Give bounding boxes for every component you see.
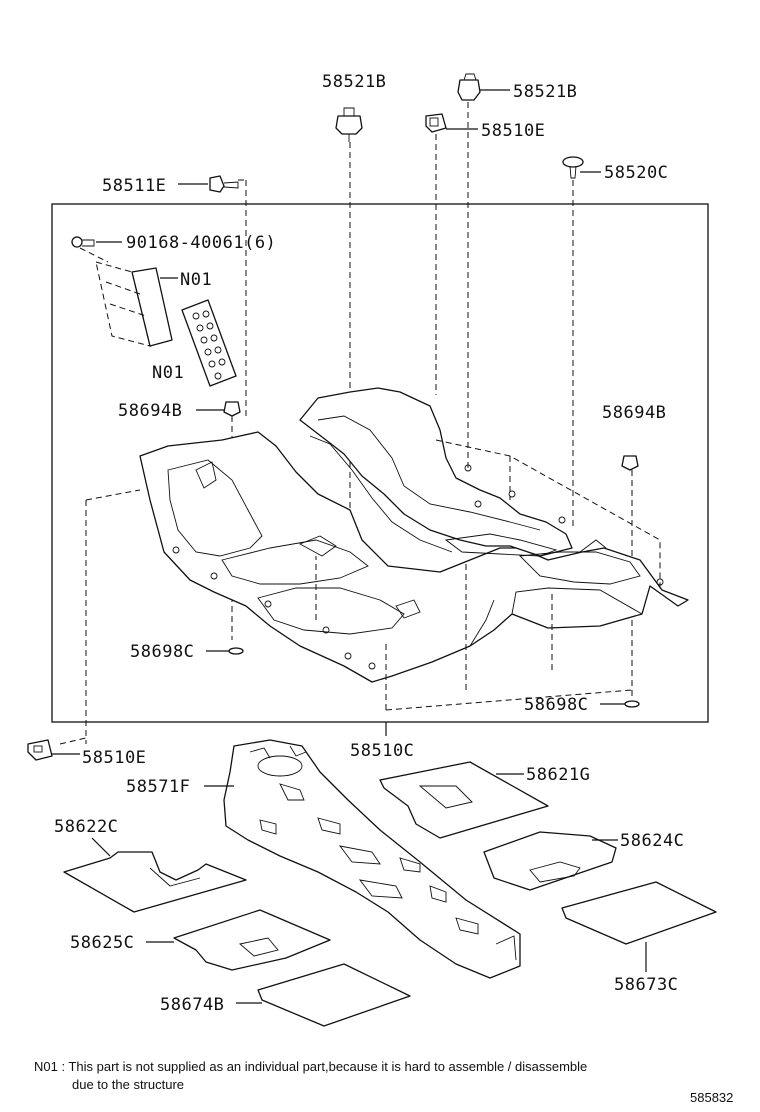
carpet-58625C xyxy=(173,909,331,971)
clip-58694B-right xyxy=(621,455,639,471)
label-58510E-top: 58510E xyxy=(481,121,545,141)
label-58510C: 58510C xyxy=(350,741,414,761)
label-58673C: 58673C xyxy=(614,975,678,995)
footnote-line-1: N01 : This part is not supplied as an in… xyxy=(34,1059,587,1074)
label-58521B-left: 58521B xyxy=(322,72,386,92)
clip-58521B-right xyxy=(457,73,481,101)
label-58520C: 58520C xyxy=(604,163,668,183)
label-58571F: 58571F xyxy=(126,777,190,797)
label-58698C-left: 58698C xyxy=(130,642,194,662)
carpet-58622C xyxy=(63,851,247,913)
grommet-58698C-left xyxy=(228,647,244,655)
grommet-58698C-right xyxy=(624,700,640,708)
label-58674B: 58674B xyxy=(160,995,224,1015)
insulator-58571F xyxy=(223,739,521,979)
screw-90168-40061 xyxy=(71,236,95,248)
label-58698C-right: 58698C xyxy=(524,695,588,715)
carpet-58621G xyxy=(379,761,549,839)
clip-58694B-left xyxy=(223,401,241,417)
pin-58511E xyxy=(209,175,239,193)
pedal-pad-n01-lower xyxy=(181,299,237,387)
clip-58510E-bottom xyxy=(27,739,53,761)
clip-58521B-left xyxy=(335,107,363,142)
assembly-frame xyxy=(51,203,709,723)
label-N01-b: N01 xyxy=(152,363,184,383)
label-90168-40061: 90168-40061(6) xyxy=(126,233,276,253)
footnote-line-2: due to the structure xyxy=(72,1077,184,1092)
label-58694B-left: 58694B xyxy=(118,401,182,421)
diagram-id: 585832 xyxy=(690,1090,733,1105)
label-58622C: 58622C xyxy=(54,817,118,837)
carpet-58673C xyxy=(561,881,717,945)
pin-58520C xyxy=(562,156,584,179)
label-58621G: 58621G xyxy=(526,765,590,785)
clip-58510E-top xyxy=(425,113,447,133)
label-58624C: 58624C xyxy=(620,831,684,851)
label-58625C: 58625C xyxy=(70,933,134,953)
label-58510E-bottom: 58510E xyxy=(82,748,146,768)
label-N01-a: N01 xyxy=(180,270,212,290)
label-58511E: 58511E xyxy=(102,176,166,196)
label-58694B-right: 58694B xyxy=(602,403,666,423)
pedal-pad-n01-upper xyxy=(95,261,173,347)
carpet-assembly-58510C xyxy=(139,387,689,683)
carpet-58674B xyxy=(257,963,411,1027)
label-58521B-right: 58521B xyxy=(513,82,577,102)
carpet-58624C xyxy=(483,831,617,891)
